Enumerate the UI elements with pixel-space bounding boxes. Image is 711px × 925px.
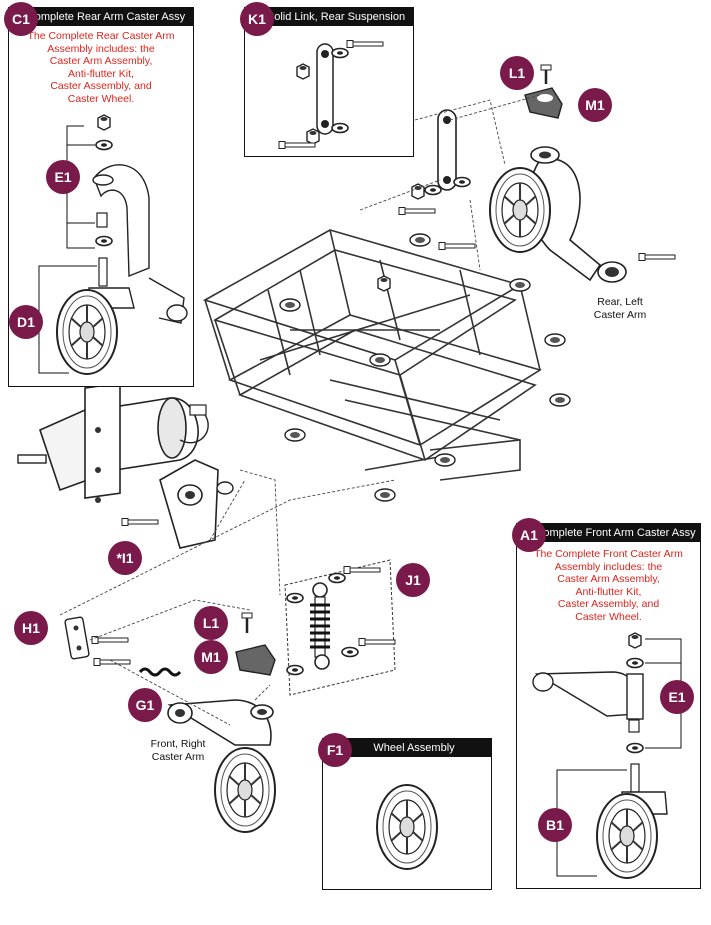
solid-link-parts [278, 40, 384, 149]
callout-e1-front: E1 [660, 680, 694, 714]
callout-l1-mid: L1 [194, 606, 228, 640]
panel-title: Complete Front Arm Caster Assy [517, 524, 700, 542]
note-front-right-caster-arm: Front, Right Caster Arm [150, 738, 206, 763]
anti-flutter-spring [138, 667, 182, 677]
anti-flutter-bracket [64, 616, 131, 666]
panel-title: Complete Rear Arm Caster Assy [9, 8, 193, 26]
callout-g1: G1 [128, 688, 162, 722]
motor-gearbox [17, 382, 209, 503]
note-rear-left-caster-arm: Rear, Left Caster Arm [593, 296, 647, 321]
callout-f1: F1 [318, 733, 352, 767]
motor-bracket [121, 459, 234, 549]
callout-h1: H1 [14, 611, 48, 645]
frame-assembly [202, 229, 542, 481]
callout-l1-top: L1 [500, 56, 534, 90]
callout-k1: K1 [240, 2, 274, 36]
callout-b1: B1 [538, 808, 572, 842]
panel-title: Solid Link, Rear Suspension [245, 8, 413, 26]
callout-m1-top: M1 [578, 88, 612, 122]
panel-wheel-assembly: Wheel Assembly [322, 738, 492, 890]
shock-absorber [284, 559, 396, 696]
rear-caster-parts [38, 114, 188, 375]
callout-j1: J1 [396, 563, 430, 597]
solid-link [377, 109, 476, 292]
rear-anti-flutter [524, 64, 563, 119]
callout-m1-mid: M1 [194, 640, 228, 674]
front-right-caster-arm [167, 699, 276, 833]
callout-a1: A1 [512, 518, 546, 552]
assembly-leader-lines [59, 94, 541, 726]
frame-tubes [279, 233, 571, 502]
rear-left-caster-arm [489, 146, 676, 283]
panel-title: Wheel Assembly [323, 739, 491, 757]
callout-c1: C1 [4, 2, 38, 36]
front-anti-flutter [235, 612, 276, 676]
callout-d1: D1 [9, 305, 43, 339]
panel-description: The Complete Front Caster Arm Assembly i… [534, 548, 683, 623]
panel-rear-arm-caster: Complete Rear Arm Caster Assy The Comple… [8, 7, 194, 387]
panel-solid-link: Solid Link, Rear Suspension [244, 7, 414, 157]
wheel-assembly-drawing [376, 784, 438, 870]
panel-description: The Complete Rear Caster Arm Assembly in… [27, 30, 175, 105]
front-caster-parts [532, 632, 682, 879]
panel-front-arm-caster: Complete Front Arm Caster Assy The Compl… [516, 523, 701, 889]
callout-i1: *I1 [108, 541, 142, 575]
callout-e1-rear: E1 [46, 160, 80, 194]
